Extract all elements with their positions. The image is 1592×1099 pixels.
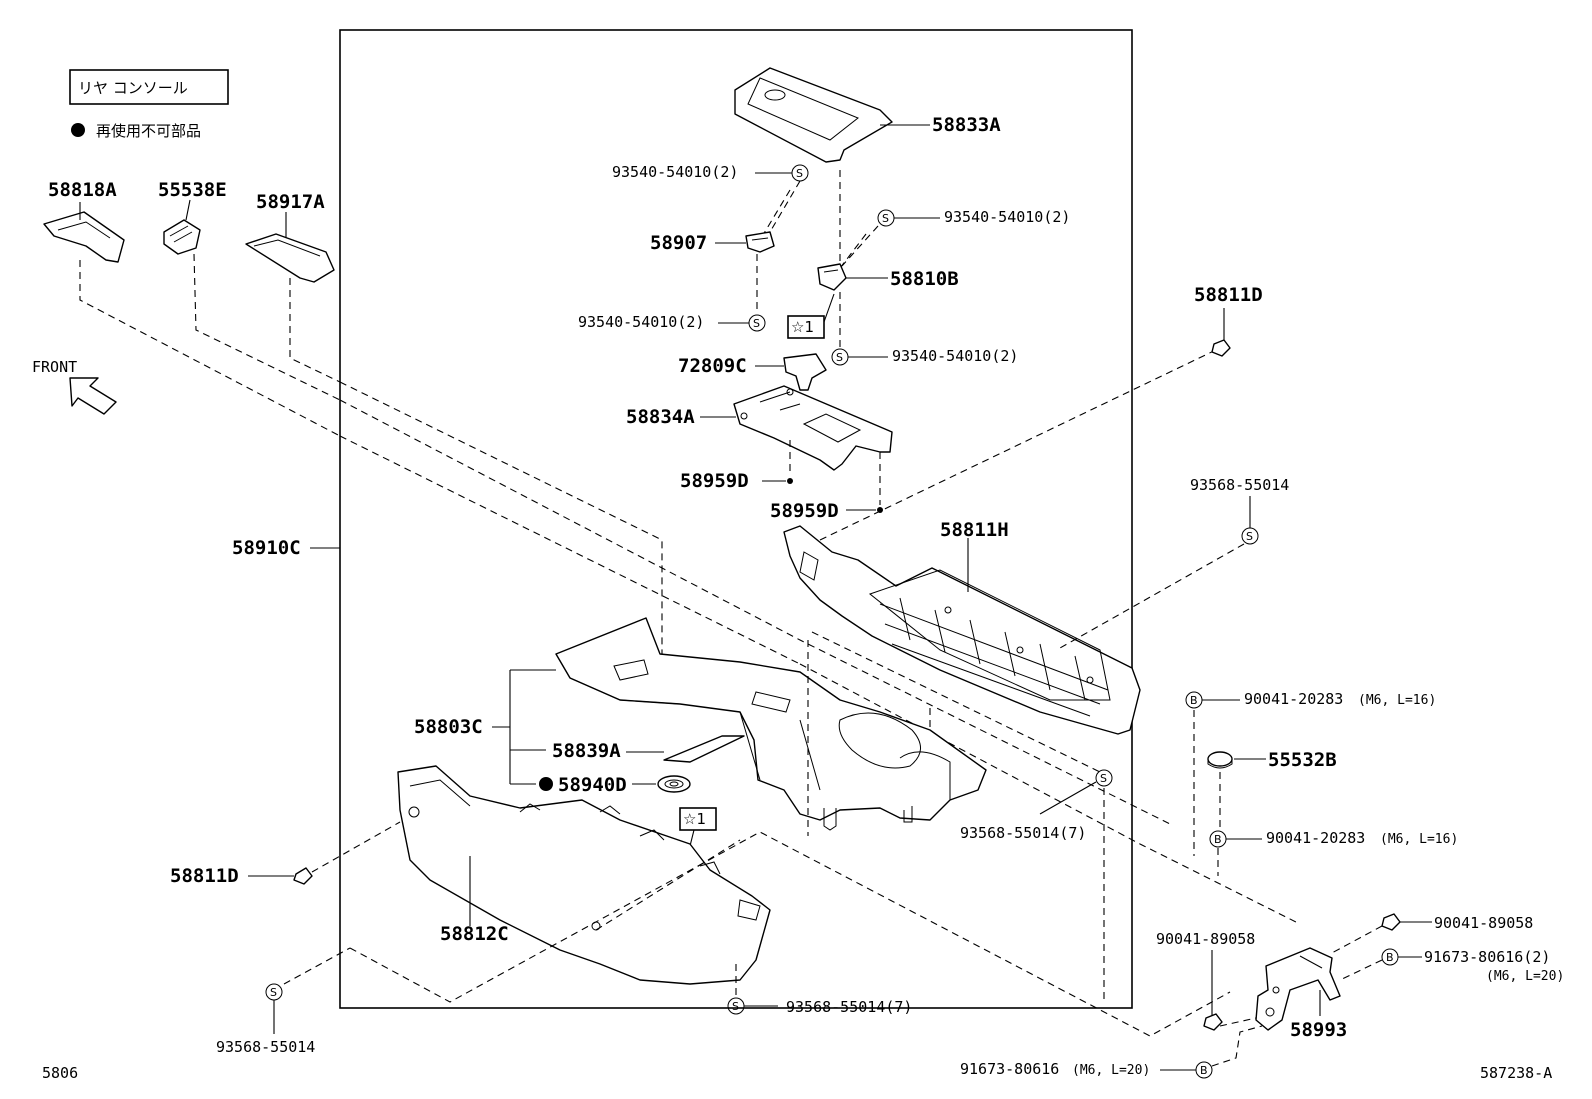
screw-symbol-icon: S — [791, 164, 809, 182]
spec-91673-a: (M6, L=20) — [1486, 969, 1564, 984]
part-55532B-cap — [1207, 751, 1233, 769]
non-reusable-note: 再使用不可部品 — [96, 122, 201, 140]
svg-text:B: B — [1200, 1064, 1208, 1077]
label-93568-bottom-left: 93568-55014 — [216, 1038, 315, 1056]
spec-90041-20283-b: (M6, L=16) — [1380, 832, 1458, 847]
label-58811D-top: 58811D — [1194, 284, 1263, 306]
label-93568-top: 93568-55014 — [1190, 476, 1289, 494]
spec-90041-20283-a: (M6, L=16) — [1358, 693, 1436, 708]
screw-symbol-icon: S — [748, 314, 766, 332]
svg-text:S: S — [1246, 530, 1253, 543]
non-reusable-dot-icon — [71, 123, 85, 137]
assembly-frame — [339, 29, 1133, 1009]
label-58818A: 58818A — [48, 179, 117, 201]
screw-symbol-icon: S — [831, 348, 849, 366]
label-93568-right-mid: 93568-55014(7) — [960, 824, 1086, 842]
label-58940D: 58940D — [558, 774, 627, 796]
legend: リヤ コンソール 再使用不可部品 — [69, 69, 229, 140]
legend-title-box — [69, 69, 229, 105]
svg-text:S: S — [732, 1000, 739, 1013]
part-58803C-console-body — [555, 617, 987, 831]
part-58917A-panel — [245, 233, 335, 283]
label-58839A: 58839A — [552, 740, 621, 762]
svg-text:B: B — [1214, 833, 1222, 846]
svg-text:B: B — [1386, 951, 1394, 964]
front-indicator: FRONT — [32, 358, 117, 415]
part-58812C-side-panel — [397, 765, 771, 985]
label-58959D-a: 58959D — [680, 470, 749, 492]
svg-text:☆1: ☆1 — [683, 810, 706, 828]
svg-text:S: S — [796, 167, 803, 180]
screw-symbol-icon: S — [727, 997, 745, 1015]
screw-symbol-icon: S — [265, 983, 283, 1001]
footer-left-code: 5806 — [42, 1064, 78, 1082]
label-58833A: 58833A — [932, 114, 1001, 136]
star-ref-box: ☆1 — [679, 807, 717, 831]
bolt-symbol-icon: B — [1209, 830, 1227, 848]
front-arrow-icon — [69, 377, 117, 415]
clip-58811D-icon — [1211, 339, 1231, 357]
label-90041-89058-a: 90041-89058 — [1434, 914, 1533, 932]
part-58834A-base — [733, 385, 893, 471]
label-58993: 58993 — [1290, 1019, 1347, 1041]
svg-text:S: S — [1100, 772, 1107, 785]
label-93540-a: 93540-54010(2) — [612, 163, 738, 181]
label-58811D-left: 58811D — [170, 865, 239, 887]
screw-symbol-icon: S — [1241, 527, 1259, 545]
part-58839A-strip — [663, 735, 745, 763]
bolt-symbol-icon: B — [1185, 691, 1203, 709]
part-72809C-bracket — [783, 353, 827, 391]
label-58959D-b: 58959D — [770, 500, 839, 522]
label-93540-d: 93540-54010(2) — [892, 347, 1018, 365]
footer-right-code: 587238-A — [1480, 1064, 1552, 1082]
label-55538E: 55538E — [158, 179, 227, 201]
label-91673-b: 91673-80616 — [960, 1060, 1059, 1078]
part-58940D-mat — [657, 775, 691, 793]
svg-text:S: S — [270, 986, 277, 999]
label-91673-a: 91673-80616(2) — [1424, 948, 1550, 966]
label-58834A: 58834A — [626, 406, 695, 428]
clip-90041-89058-icon — [1203, 1013, 1223, 1031]
label-90041-20283-b: 90041-20283 — [1266, 829, 1365, 847]
pin-58959D-icon — [787, 478, 793, 484]
label-58810B: 58810B — [890, 268, 959, 290]
label-90041-20283-a: 90041-20283 — [1244, 690, 1343, 708]
label-90041-89058-b: 90041-89058 — [1156, 930, 1255, 948]
svg-text:S: S — [753, 317, 760, 330]
part-58818A-cover — [43, 211, 125, 263]
part-58833A-lid — [734, 67, 893, 163]
label-72809C: 72809C — [678, 355, 747, 377]
screw-symbol-icon: S — [877, 209, 895, 227]
label-93540-b: 93540-54010(2) — [578, 313, 704, 331]
legend-title: リヤ コンソール — [78, 79, 188, 97]
part-58810B-clip — [817, 263, 847, 291]
bolt-symbol-icon: B — [1195, 1061, 1213, 1079]
svg-text:S: S — [882, 212, 889, 225]
label-58812C: 58812C — [440, 923, 509, 945]
label-58907: 58907 — [650, 232, 707, 254]
part-58993-bracket — [1255, 947, 1341, 1031]
star-ref-box: ☆1 — [787, 315, 825, 339]
non-reusable-dot-icon — [539, 777, 553, 791]
svg-text:☆1: ☆1 — [791, 318, 814, 336]
clip-90041-89058-icon — [1381, 913, 1401, 931]
front-label: FRONT — [32, 358, 77, 376]
label-58811H: 58811H — [940, 519, 1009, 541]
label-58803C: 58803C — [414, 716, 483, 738]
label-58910C: 58910C — [232, 537, 301, 559]
part-58811H-frame — [783, 525, 1141, 735]
label-58917A: 58917A — [256, 191, 325, 213]
clip-58811D-icon — [293, 867, 313, 885]
part-55538E-clip — [163, 219, 201, 255]
part-58907-clip — [745, 231, 775, 253]
bolt-symbol-icon: B — [1381, 948, 1399, 966]
screw-symbol-icon: S — [1095, 769, 1113, 787]
label-93540-c: 93540-54010(2) — [944, 208, 1070, 226]
label-93568-bottom-mid: 93568-55014(7) — [786, 998, 912, 1016]
spec-91673-b: (M6, L=20) — [1072, 1063, 1150, 1078]
svg-text:S: S — [836, 351, 843, 364]
label-55532B: 55532B — [1268, 749, 1337, 771]
svg-text:B: B — [1190, 694, 1198, 707]
